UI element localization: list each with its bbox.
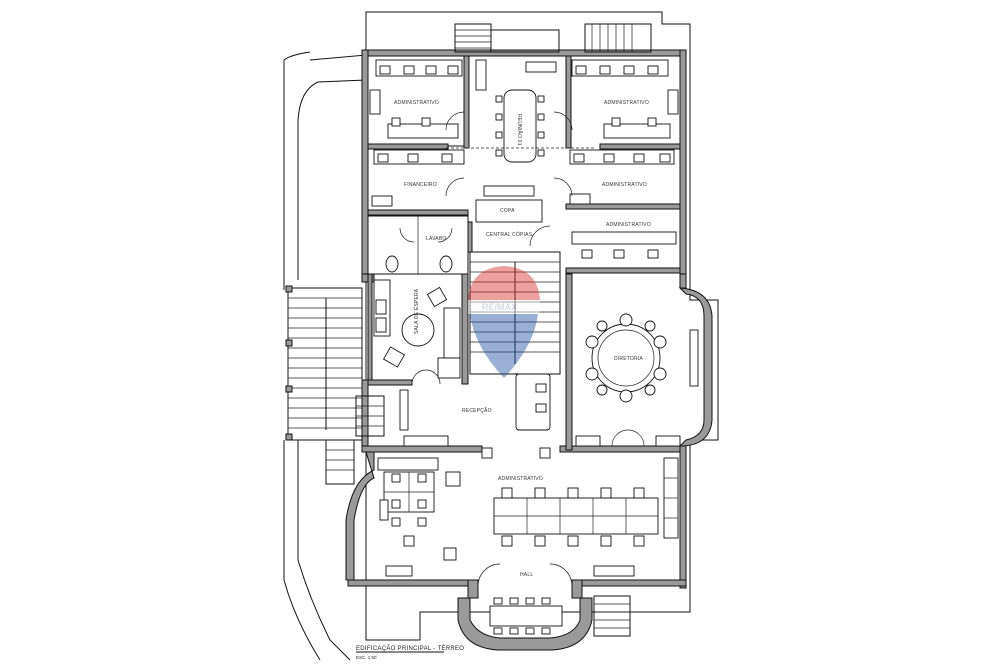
- room-admin-small-right: [565, 231, 681, 274]
- room-labels: ADMINISTRATIVO ADMINISTRATIVO REUNIÃO 01…: [394, 100, 651, 578]
- label-recepcao: RECEPÇÃO: [462, 407, 492, 414]
- title-block: EDIFICAÇÃO PRINCIPAL - TÉRREO ESC. 1:50: [356, 645, 464, 660]
- label-admin-bottom: ADMINISTRATIVO: [498, 476, 543, 482]
- label-central-copia: CENTRAL CÓPIAS: [486, 231, 533, 238]
- label-admin-top-left: ADMINISTRATIVO: [394, 100, 439, 106]
- room-admin-mid-right: [553, 149, 681, 210]
- top-stairs: [454, 23, 652, 53]
- watermark-brand: RE/MAX: [482, 302, 517, 312]
- label-admin-mid-right: ADMINISTRATIVO: [602, 182, 647, 188]
- label-lavabo: LAVABO: [426, 236, 446, 242]
- label-admin-top-right: ADMINISTRATIVO: [604, 100, 649, 106]
- room-copa: [467, 185, 551, 253]
- label-hall: HALL: [520, 572, 533, 578]
- drawing-title: EDIFICAÇÃO PRINCIPAL - TÉRREO: [356, 645, 464, 652]
- room-admin-bottom: [377, 457, 679, 577]
- room-lavabo: [367, 215, 469, 275]
- label-financeiro: FINANCEIRO: [404, 182, 437, 188]
- label-copa: COPA: [500, 208, 515, 214]
- room-sala-espera: [367, 273, 469, 386]
- label-admin-mid-right-2: ADMINISTRATIVO: [606, 222, 651, 228]
- balloon-band: [468, 300, 540, 314]
- room-admin-top-right: [565, 55, 681, 150]
- label-diretoria: DIRETORIA: [614, 356, 643, 362]
- room-financeiro: [367, 149, 469, 216]
- remax-watermark: RE/MAX: [468, 266, 540, 378]
- left-ramp: [285, 285, 385, 485]
- room-meeting-top: [445, 59, 596, 163]
- room-recepcao: [399, 373, 551, 459]
- drawing-scale: ESC. 1:50: [356, 655, 377, 660]
- room-diretoria: [565, 273, 713, 451]
- label-sala-espera: SALA DE ESPERA: [414, 288, 420, 334]
- room-hall-bay: [457, 563, 631, 651]
- balloon-blue: [470, 314, 538, 378]
- site-boundary: [283, 11, 719, 661]
- label-meeting-top: REUNIÃO 01: [516, 114, 523, 146]
- balloon-red: [468, 266, 540, 300]
- room-admin-top-left: [367, 55, 470, 150]
